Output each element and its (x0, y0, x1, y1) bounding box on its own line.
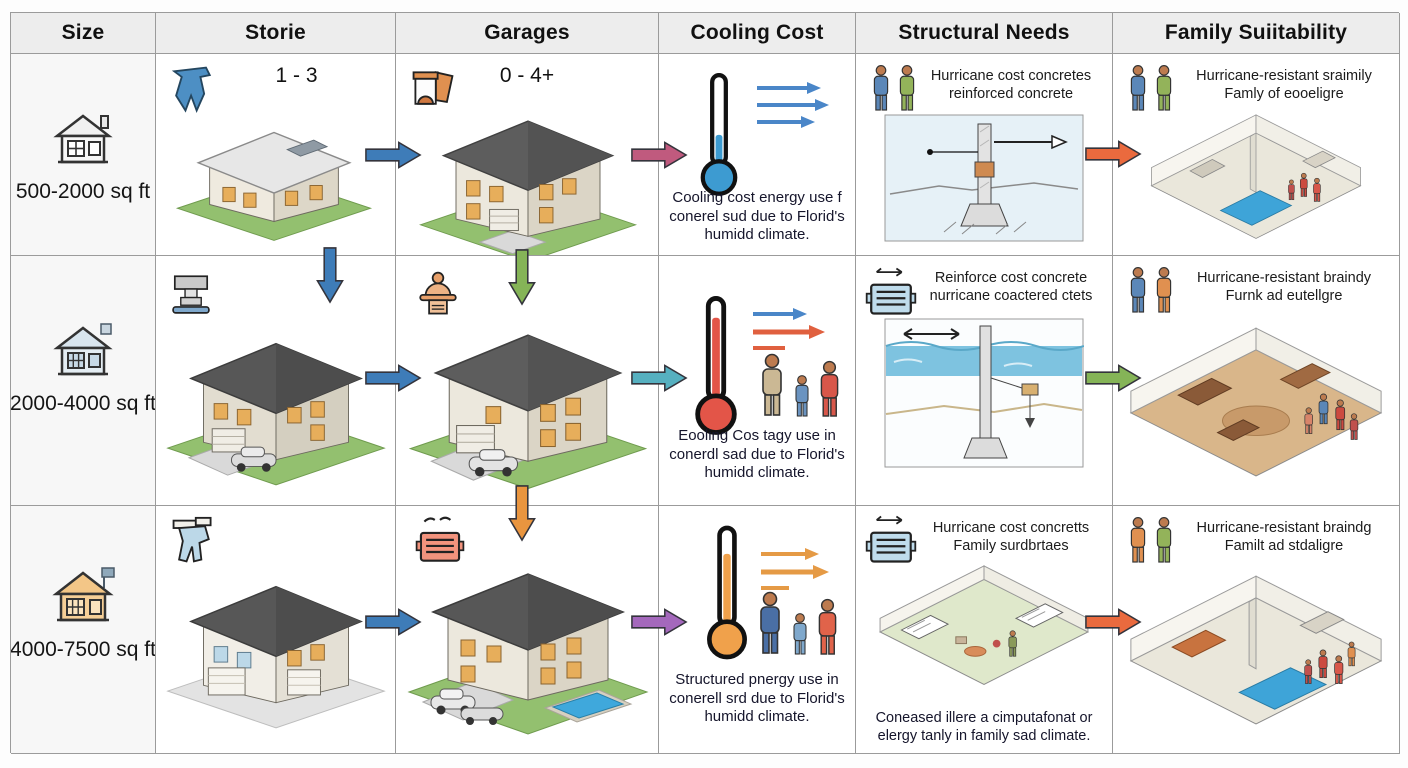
arrow-right-structural-to-family-row3 (1085, 608, 1142, 636)
stories-glyph-icon (171, 66, 212, 113)
floorplan-with-pool-illustration (1150, 114, 1362, 239)
header-structural-needs-label: Structural Needs (898, 21, 1070, 44)
header-cooling-cost: Cooling Cost (659, 13, 856, 54)
header-storie-label: Storie (245, 21, 306, 44)
garages-range: 0 - 4+ (499, 64, 555, 87)
garage-bell-icon (419, 271, 457, 315)
large-house-icon (52, 567, 115, 622)
header-size: Size (11, 13, 156, 54)
arrow-down-storie-row1-to-row2 (316, 247, 344, 304)
arrow-right-storie-to-garages-row1 (365, 141, 422, 169)
heat-arrows-icon (761, 548, 829, 590)
structural-heading: Reinforce cost concrete nurricane coacte… (929, 270, 1093, 305)
comparison-table: Size Storie Garages Cooling Cost Structu… (10, 12, 1400, 754)
size-cell-row3: 4000-7500 sq ft (11, 506, 156, 754)
large-house-with-pool-illustration (407, 573, 649, 735)
structural-heading: Hurricane cost concretts Family surdbrta… (932, 520, 1090, 555)
people-pair-icon (870, 64, 918, 112)
size-label: 500-2000 sq ft (15, 180, 151, 203)
people-pair-icon (1127, 516, 1175, 564)
structural-cell-row2: Reinforce cost concrete nurricane coacte… (856, 256, 1113, 506)
two-story-house-with-garage-illustration (166, 585, 386, 729)
size-label: 2000-4000 sq ft (11, 392, 156, 415)
cooling-cell-row1: Cooling cost energy use f conerel sud du… (659, 54, 856, 256)
heat-arrows-icon (753, 308, 825, 350)
structural-cell-row3: Hurricane cost concretts Family surdbrta… (856, 506, 1113, 754)
arrow-right-garages-to-cooling-row3 (631, 608, 688, 636)
arrow-down-garages-row2-to-row3 (508, 485, 536, 542)
car-illustration (468, 449, 519, 477)
size-cell-row1: 500-2000 sq ft (11, 54, 156, 256)
furnished-room-illustration (1129, 327, 1383, 477)
stories-range: 1 - 3 (275, 64, 318, 87)
people-pair-icon (1127, 266, 1175, 314)
two-story-house-with-car-illustration (166, 342, 386, 486)
storie-cell-row2 (156, 256, 396, 506)
cooling-caption: Structured pnergy use in conerell srd du… (669, 670, 845, 726)
stories-glyph-icon (172, 516, 212, 563)
garage-shutter-icon (414, 516, 466, 564)
family-figures-icon (757, 352, 843, 423)
family-cell-row3: Hurricane-resistant braindg Familt ad st… (1113, 506, 1400, 754)
header-structural-needs: Structural Needs (856, 13, 1113, 54)
medium-house-icon (53, 323, 113, 376)
hurricane-shutter-icon (864, 267, 918, 318)
cooling-caption: Eooling Cos tagy use in conerdl sad due … (669, 426, 845, 482)
size-cell-row2: 2000-4000 sq ft (11, 256, 156, 506)
arrow-right-garages-to-cooling-row1 (631, 141, 688, 169)
nursery-room-diagram (878, 565, 1090, 685)
car-illustration (231, 446, 277, 472)
people-pair-icon (1127, 64, 1175, 112)
header-family-suitability-label: Family Suiitability (1164, 21, 1348, 44)
size-label: 4000-7500 sq ft (11, 638, 156, 661)
arrow-down-garages-row1-to-row2 (508, 249, 536, 306)
airflow-arrows-icon (757, 82, 829, 128)
family-cell-row2: Hurricane-resistant braindy Furnk ad eut… (1113, 256, 1400, 506)
cooling-cell-row3: Structured pnergy use in conerell srd du… (659, 506, 856, 754)
thermometer-icon (707, 525, 747, 660)
header-storie: Storie (156, 13, 396, 54)
family-figures-icon (755, 590, 841, 661)
header-garages-label: Garages (484, 21, 570, 44)
header-size-label: Size (61, 21, 105, 44)
family-heading: Hurricane-resistant braindg Familt ad st… (1196, 520, 1372, 555)
cooling-caption: Cooling cost energy use f conerel sud du… (669, 188, 845, 244)
thermometer-icon (695, 296, 737, 435)
two-story-house-illustration (418, 120, 638, 255)
garage-icon (412, 71, 454, 105)
foundation-diagram (884, 114, 1084, 242)
family-cell-row1: Hurricane-resistant sraimily Famly of eo… (1113, 54, 1400, 256)
structural-heading: Hurricane cost concretes reinforced conc… (930, 68, 1092, 103)
garages-cell-row1: 0 - 4+ (396, 54, 659, 256)
thermometer-icon (700, 72, 738, 196)
small-house-icon (53, 114, 113, 164)
house-with-garage-and-car-illustration (408, 334, 648, 490)
storie-cell-row3 (156, 506, 396, 754)
cooling-cell-row2: Eooling Cos tagy use in conerdl sad due … (659, 256, 856, 506)
arrow-right-storie-to-garages-row3 (365, 608, 422, 636)
header-garages: Garages (396, 13, 659, 54)
floorplan-with-pool-illustration (1129, 575, 1383, 725)
family-heading: Hurricane-resistant braindy Furnk ad eut… (1196, 270, 1372, 305)
header-family-suitability: Family Suiitability (1113, 13, 1400, 54)
header-cooling-cost-label: Cooling Cost (690, 21, 824, 44)
structural-note: Coneased illere a cimputafonat or elergy… (875, 709, 1093, 744)
storie-cell-row1: 1 - 3 (156, 54, 396, 256)
arrow-right-storie-to-garages-row2 (365, 364, 422, 392)
single-story-house-illustration (175, 131, 373, 241)
structural-cell-row1: Hurricane cost concretes reinforced conc… (856, 54, 1113, 256)
garages-cell-row3 (396, 506, 659, 754)
arrow-right-garages-to-cooling-row2 (631, 364, 688, 392)
arrow-right-structural-to-family-row1 (1085, 140, 1142, 168)
pile-foundation-diagram (884, 318, 1084, 468)
hurricane-shutter-icon (864, 515, 918, 566)
sign-icon (172, 275, 210, 314)
cars-illustration (430, 688, 504, 725)
arrow-right-structural-to-family-row2 (1085, 364, 1142, 392)
family-heading: Hurricane-resistant sraimily Famly of eo… (1196, 68, 1372, 103)
